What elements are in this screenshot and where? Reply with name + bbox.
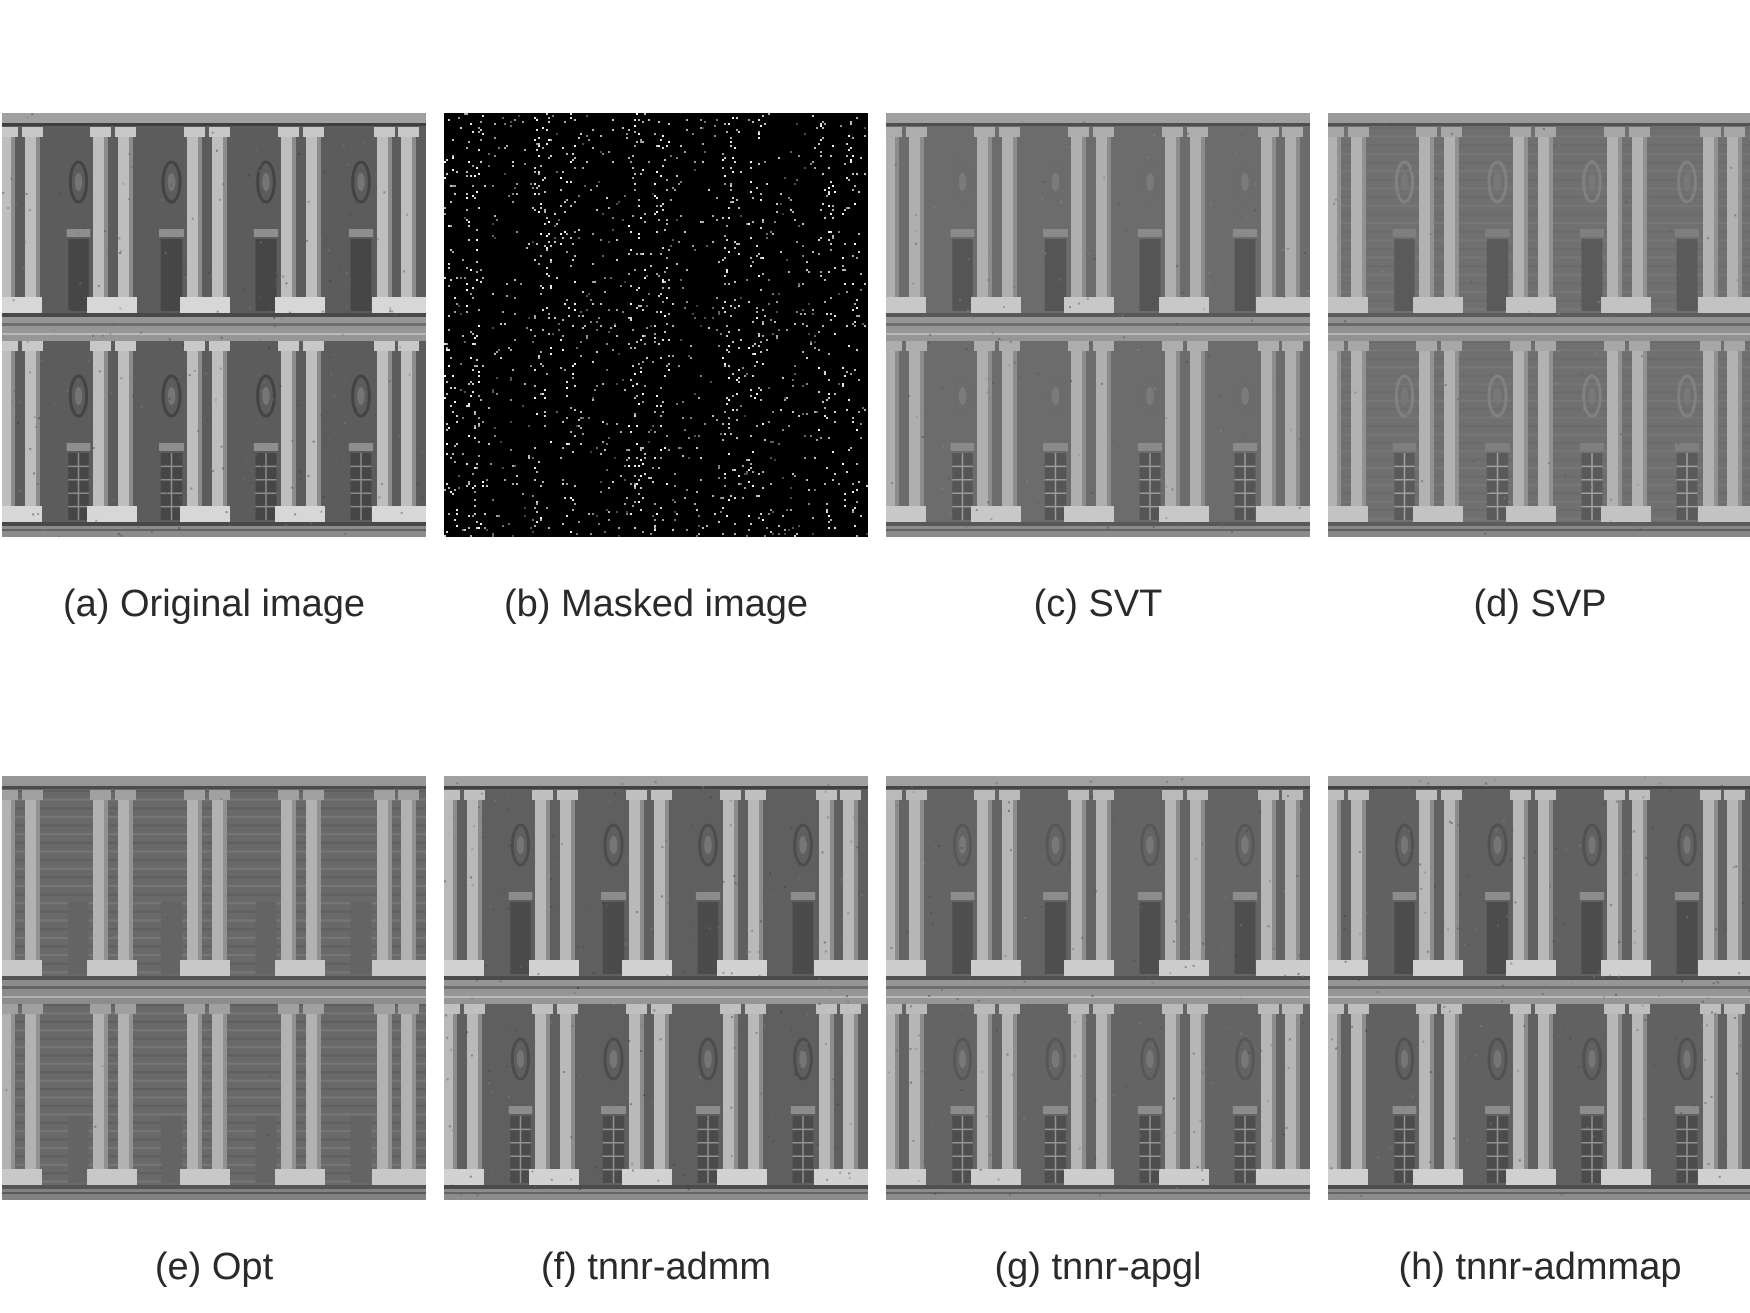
- caption-masked-image: (b) Masked image: [503, 583, 809, 625]
- panel-tnnr-admmap: (h) tnnr-admmap: [1328, 776, 1750, 1288]
- caption-svp: (d) SVP: [1473, 583, 1607, 625]
- panel-svt: (c) SVT: [886, 113, 1310, 625]
- svt-image: [886, 113, 1310, 537]
- caption-opt: (e) Opt: [154, 1246, 274, 1288]
- caption-original-image: (a) Original image: [63, 583, 365, 625]
- panel-tnnr-admm: (f) tnnr-admm: [444, 776, 868, 1288]
- panel-svp: (d) SVP: [1328, 113, 1750, 625]
- caption-tnnr-admm: (f) tnnr-admm: [540, 1246, 772, 1288]
- panel-masked-image: (b) Masked image: [444, 113, 868, 625]
- panel-tnnr-apgl: (g) tnnr-apgl: [886, 776, 1310, 1288]
- opt-image: [2, 776, 426, 1200]
- caption-svt: (c) SVT: [1033, 583, 1163, 625]
- svp-image: [1328, 113, 1750, 537]
- panel-opt: (e) Opt: [2, 776, 426, 1288]
- panel-original-image: (a) Original image: [2, 113, 426, 625]
- original-image: [2, 113, 426, 537]
- caption-tnnr-admmap: (h) tnnr-admmap: [1398, 1246, 1682, 1288]
- tnnr-admmap-image: [1328, 776, 1750, 1200]
- caption-tnnr-apgl: (g) tnnr-apgl: [994, 1246, 1202, 1288]
- masked-image: [444, 113, 868, 537]
- tnnr-admm-image: [444, 776, 868, 1200]
- tnnr-apgl-image: [886, 776, 1310, 1200]
